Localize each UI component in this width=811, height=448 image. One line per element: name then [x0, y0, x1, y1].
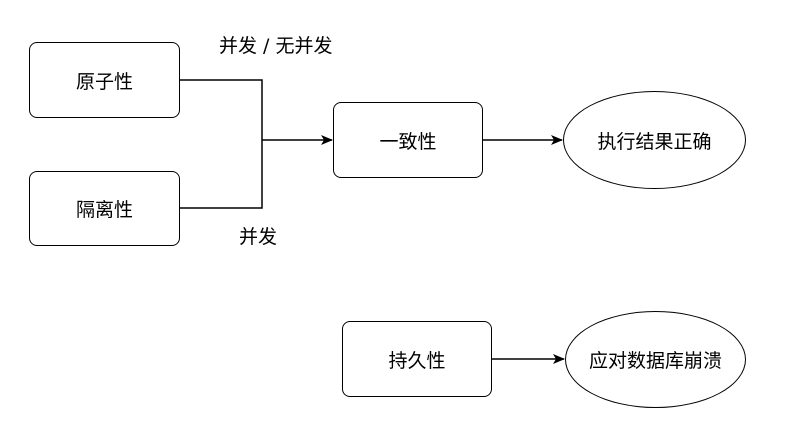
connector-isolation-to-junction: [180, 140, 263, 209]
node-consistency: 一致性: [333, 102, 483, 178]
connector-atomicity-to-junction: [180, 79, 263, 140]
node-atomicity: 原子性: [29, 42, 180, 118]
node-db-crash: 应对数据库崩溃: [565, 311, 746, 408]
node-durability: 持久性: [342, 321, 492, 397]
edge-label-concurrent-or-not: 并发 / 无并发: [219, 35, 333, 57]
edge-label-concurrent: 并发: [239, 226, 278, 248]
node-isolation: 隔离性: [29, 171, 180, 246]
node-correct-result: 执行结果正确: [563, 91, 746, 189]
